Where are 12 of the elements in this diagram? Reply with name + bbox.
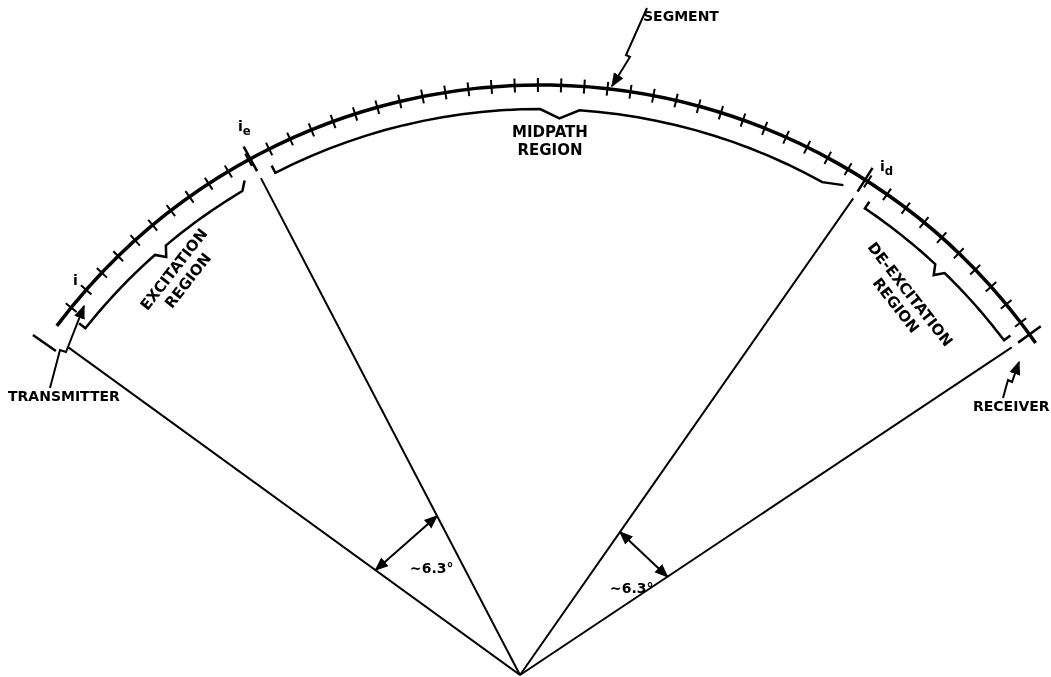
leader-arrow xyxy=(1002,360,1021,399)
angle-label: ∼6.3° xyxy=(410,560,454,577)
point-label: i$_{e}$ xyxy=(238,118,251,140)
point-label: i$_{d}$ xyxy=(880,158,894,180)
point-label: i xyxy=(73,272,78,289)
leader-arrow xyxy=(49,304,85,389)
angle-label: ∼6.3° xyxy=(610,580,654,597)
text-label: RECEIVER xyxy=(973,398,1050,415)
region-label: MIDPATH REGION xyxy=(511,123,589,159)
text-label: TRANSMITTER xyxy=(8,388,120,405)
leader-arrow xyxy=(611,7,648,88)
text-label: SEGMENT xyxy=(643,8,719,25)
